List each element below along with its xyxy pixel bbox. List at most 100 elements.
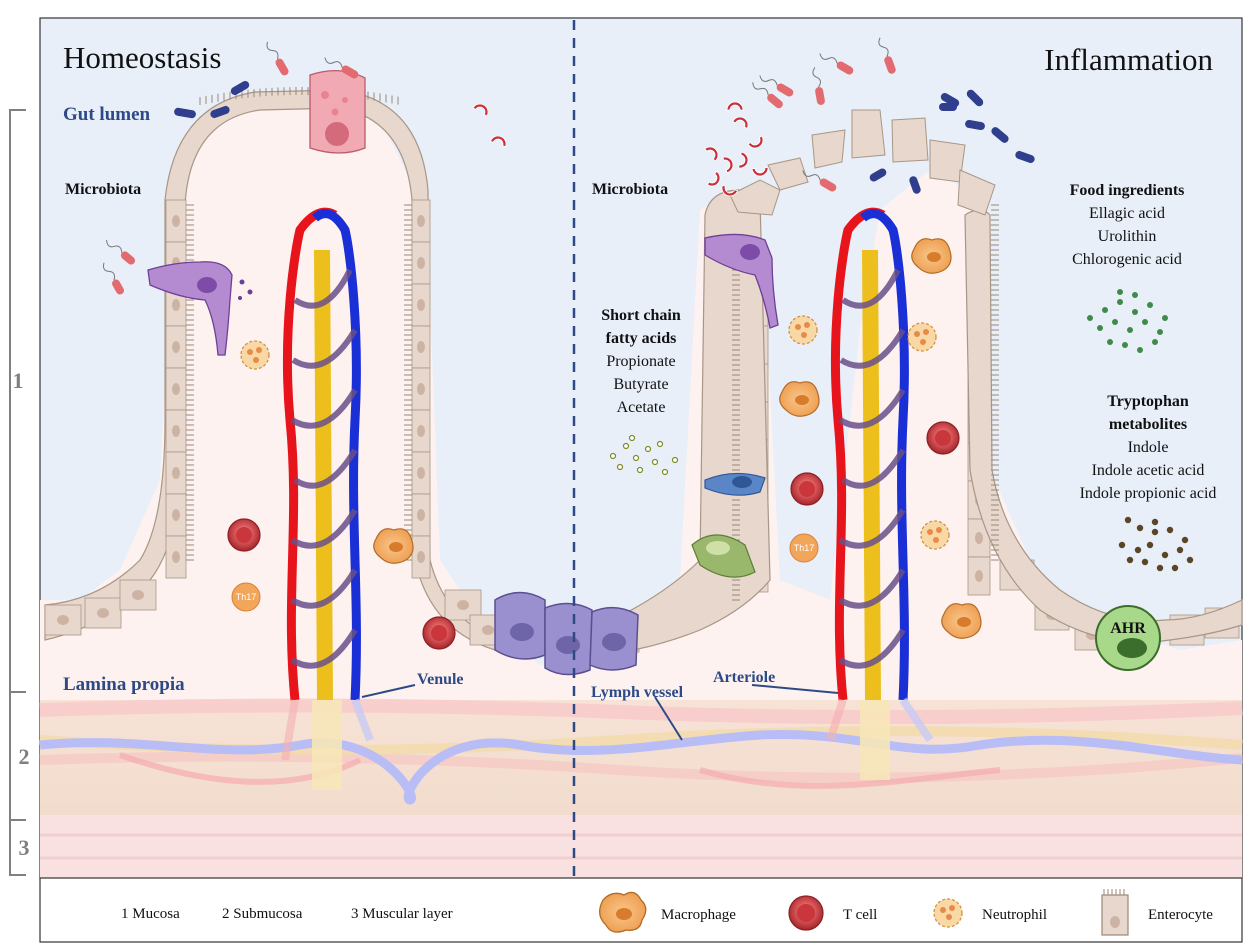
bacterium — [878, 37, 896, 74]
enterocyte-nucleus — [172, 299, 180, 311]
legend-enterocyte: Enterocyte — [1148, 907, 1213, 923]
macrophage-nucleus — [795, 395, 809, 405]
enterocyte-nucleus — [417, 257, 425, 269]
bacteria — [102, 37, 1035, 295]
t-cell-nucleus — [799, 481, 815, 497]
th17-cell — [789, 533, 819, 563]
food-ingredient-dot — [1147, 302, 1153, 308]
food-ingredient-dot — [1107, 339, 1113, 345]
bacterium-body — [341, 65, 359, 79]
scfa-dot — [651, 458, 659, 466]
crypt-cells — [494, 591, 639, 676]
bacterium-body — [939, 103, 957, 111]
food-ingredient-dot — [1157, 329, 1163, 335]
food-title: Food ingredients — [1070, 182, 1185, 199]
crescent-body — [721, 184, 739, 197]
food-ingredient-dot — [1132, 309, 1138, 315]
neutrophil-granule — [914, 331, 920, 337]
food-item-urolithin: Urolithin — [1098, 228, 1157, 245]
lamina-propria-label: Lamina propia — [63, 674, 185, 695]
bacterium-body — [275, 58, 289, 76]
scfa-dot — [628, 434, 636, 442]
tryptophan-metabolite-dot — [1166, 526, 1174, 534]
scfa-dot — [616, 463, 624, 471]
bacterium-body — [767, 93, 783, 109]
th17-label: Th17 — [236, 592, 257, 602]
legend-neutrophil-icon — [933, 898, 963, 928]
tryptophan-metabolite-dot — [1161, 551, 1169, 559]
bacterium-body — [991, 127, 1009, 143]
homeostasis-title: Homeostasis — [63, 40, 221, 75]
food-ingredient-dot — [1122, 342, 1128, 348]
bacterium — [991, 127, 1009, 143]
crescent-bacterium — [722, 156, 734, 174]
legend-tcell-icon — [788, 895, 824, 931]
enterocyte-nucleus — [457, 600, 469, 610]
bacterium-flagellum — [878, 37, 889, 57]
lymph-vessel-left — [314, 249, 333, 701]
bacterium — [324, 57, 359, 79]
tryptophan-metabolite-dot — [1136, 524, 1144, 532]
legend-macrophage-icon — [599, 891, 647, 933]
submucosal-vessel-network — [39, 729, 1243, 805]
crescent-body — [747, 135, 764, 149]
layer-number-3: 3 — [19, 835, 30, 860]
food-ingredient-dot — [1087, 315, 1093, 321]
tryptophan-title-line2: metabolites — [1109, 416, 1187, 433]
bacterium-body — [815, 87, 825, 105]
bacterium-flagellum — [106, 239, 123, 253]
enterocyte-nucleus — [172, 215, 180, 227]
tryptophan-metabolite-dot — [1186, 556, 1194, 564]
tryptophan-metabolite-dot — [1118, 541, 1126, 549]
neutrophil-granule — [247, 349, 253, 355]
bacterium-flagellum — [266, 41, 279, 60]
enterocyte-nucleus — [417, 341, 425, 353]
enterocyte-nucleus — [97, 608, 109, 618]
tryptophan-metabolite-dot — [1176, 546, 1184, 554]
arteriole-label: Arteriole — [713, 669, 775, 686]
food-ingredient-dot — [1142, 319, 1148, 325]
enterocyte-nucleus — [57, 615, 69, 625]
crescent-body — [706, 170, 721, 187]
legend-submucosa: 2 Submucosa — [222, 906, 303, 922]
enterocyte-nucleus — [172, 551, 180, 563]
neutrophil — [788, 315, 818, 345]
t-cell-nucleus — [935, 430, 951, 446]
bacterium-flagellum — [324, 57, 343, 68]
tuft-cell-left — [147, 261, 253, 356]
crescent-bacterium — [747, 135, 764, 149]
crescent-body — [722, 156, 734, 174]
crescent-body — [489, 135, 507, 148]
crescent-body — [738, 151, 749, 169]
crescent-body — [704, 146, 719, 162]
bacterium-body — [836, 61, 854, 75]
bacterium-body — [965, 119, 985, 131]
tryptophan-metabolite-dot — [1156, 564, 1164, 572]
bacterium — [210, 105, 230, 119]
bacterium — [174, 107, 196, 119]
neutrophil-granule — [253, 357, 259, 363]
enterocyte-nucleus — [172, 341, 180, 353]
scfa-item-butyrate: Butyrate — [613, 376, 668, 393]
tryptophan-item-ipa: Indole propionic acid — [1080, 485, 1217, 502]
bacterium — [752, 82, 783, 109]
crescent-body — [751, 166, 769, 177]
legend-neutrophil: Neutrophil — [982, 907, 1047, 923]
bacterium — [966, 89, 984, 107]
tryptophan-item-iaa: Indole acetic acid — [1092, 462, 1205, 479]
bacterium-flagellum — [802, 170, 821, 181]
venule-left — [312, 209, 361, 701]
enterocyte-nucleus — [172, 467, 180, 479]
neutrophil-granule — [920, 339, 926, 345]
blue-cell-right — [704, 472, 766, 496]
food-ingredient-dot — [1112, 319, 1118, 325]
enterocyte-nucleus — [975, 570, 983, 582]
tryptophan-metabolite-dot — [1124, 516, 1132, 524]
scfa-dot — [671, 456, 679, 464]
crescent-bacterium — [489, 135, 507, 148]
crescent-bacterium — [738, 151, 749, 169]
bacterium — [266, 41, 289, 76]
bacterium — [909, 176, 921, 194]
bacterium-flagellum — [102, 262, 116, 281]
